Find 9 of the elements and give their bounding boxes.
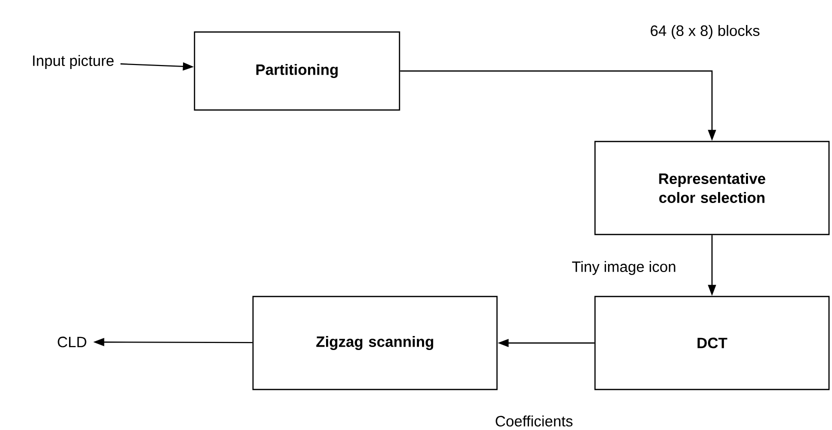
edge-label: 64 (8 x 8) blocks [648,23,762,41]
edge-label: Tiny image icon [570,259,678,277]
text-label: Input picture [33,55,114,69]
text-label: CLD [58,336,86,348]
process-box: Representative color selection [594,140,830,236]
process-box: Partitioning [194,31,400,111]
process-box: DCT [594,296,830,390]
process-box: Zigzag scanning [252,296,498,390]
edge-label: Coefficients [492,413,576,428]
